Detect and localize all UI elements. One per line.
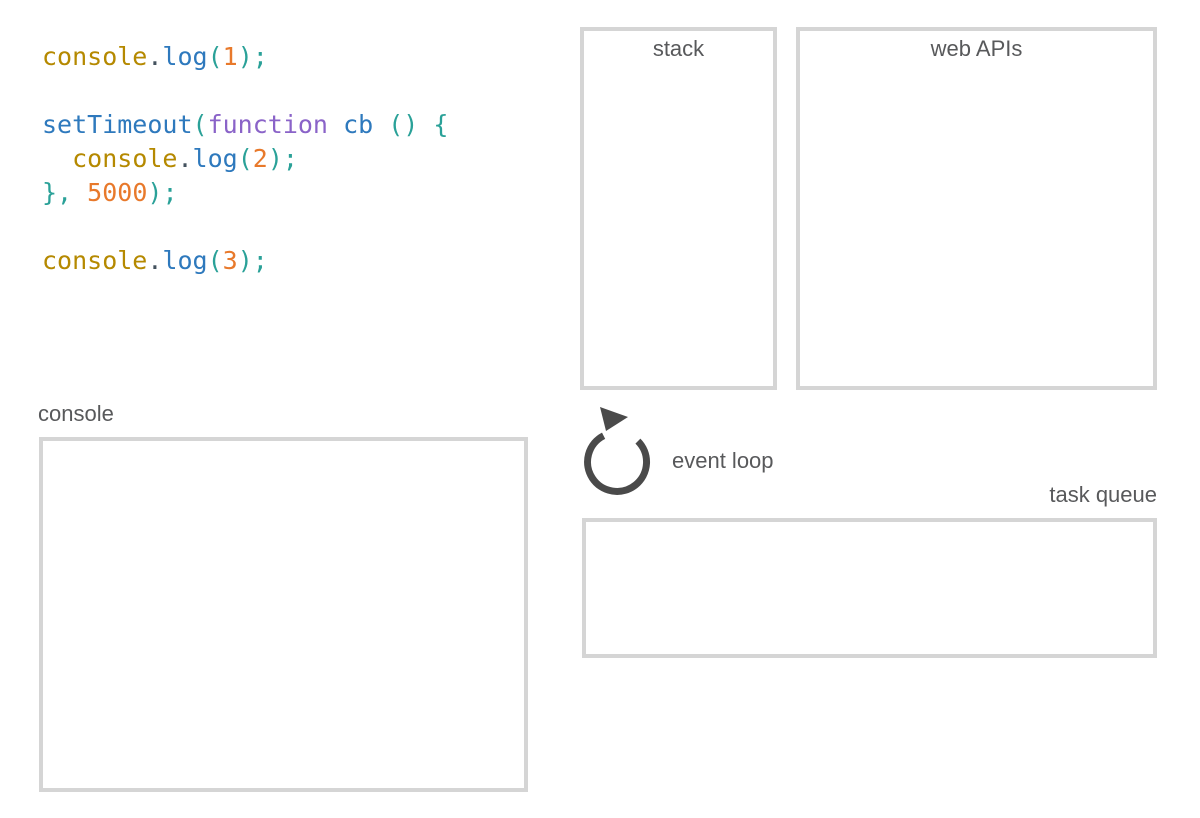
code-editor[interactable]: console.log(1); setTimeout(function cb (… (42, 42, 449, 275)
web-apis-panel-label: web APIs (930, 36, 1023, 61)
task-queue-panel (582, 518, 1157, 658)
console-panel (39, 437, 528, 792)
web-apis-panel: web APIs (796, 27, 1157, 390)
event-loop-cycle-icon (578, 404, 662, 500)
stack-panel: stack (580, 27, 777, 390)
stack-panel-label: stack (652, 36, 705, 61)
console-panel-label: console (38, 401, 114, 426)
task-queue-panel-label: task queue (1049, 482, 1157, 507)
event-loop-label: event loop (672, 448, 774, 473)
